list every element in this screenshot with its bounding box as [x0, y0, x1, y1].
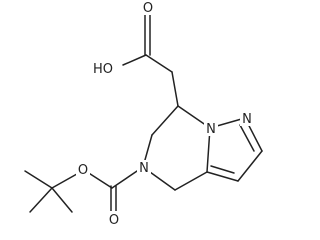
bond-ctbu-me3 [51, 187, 73, 213]
bond-ch2-c7 [171, 71, 179, 107]
bonds [24, 11, 263, 217]
molecule-drawing: O HO O O N N N [24, 0, 263, 228]
carbamate-oxygen-label: O [78, 163, 88, 178]
bond-n2-c3-inner [239, 124, 255, 152]
ring-nitrogen-label: N [139, 161, 149, 176]
pyrazole-nitrogen-label: N [242, 112, 252, 127]
bond-acid-ch2 [145, 54, 173, 73]
atom-labels: O HO O O N N N [76, 0, 254, 228]
hydroxyl-label: HO [93, 62, 113, 77]
bond-ctbu-me2 [29, 187, 53, 213]
bond-c7-c6 [151, 105, 179, 136]
bond-ctbu-me1 [24, 170, 53, 189]
carbonyl-oxygen-label: O [109, 213, 119, 228]
oxo-oxygen-label: O [143, 1, 153, 16]
bridgehead-nitrogen-label: N [206, 122, 216, 137]
bond-c3b-c3a-outer [206, 171, 239, 182]
bond-c3b-c3a-inner [210, 165, 235, 174]
bond-c4-c3a [174, 171, 208, 191]
bond-c-oh [122, 54, 147, 66]
structure-diagram: O HO O O N N N [24, 0, 263, 228]
bond-c3-c3b [237, 150, 263, 182]
